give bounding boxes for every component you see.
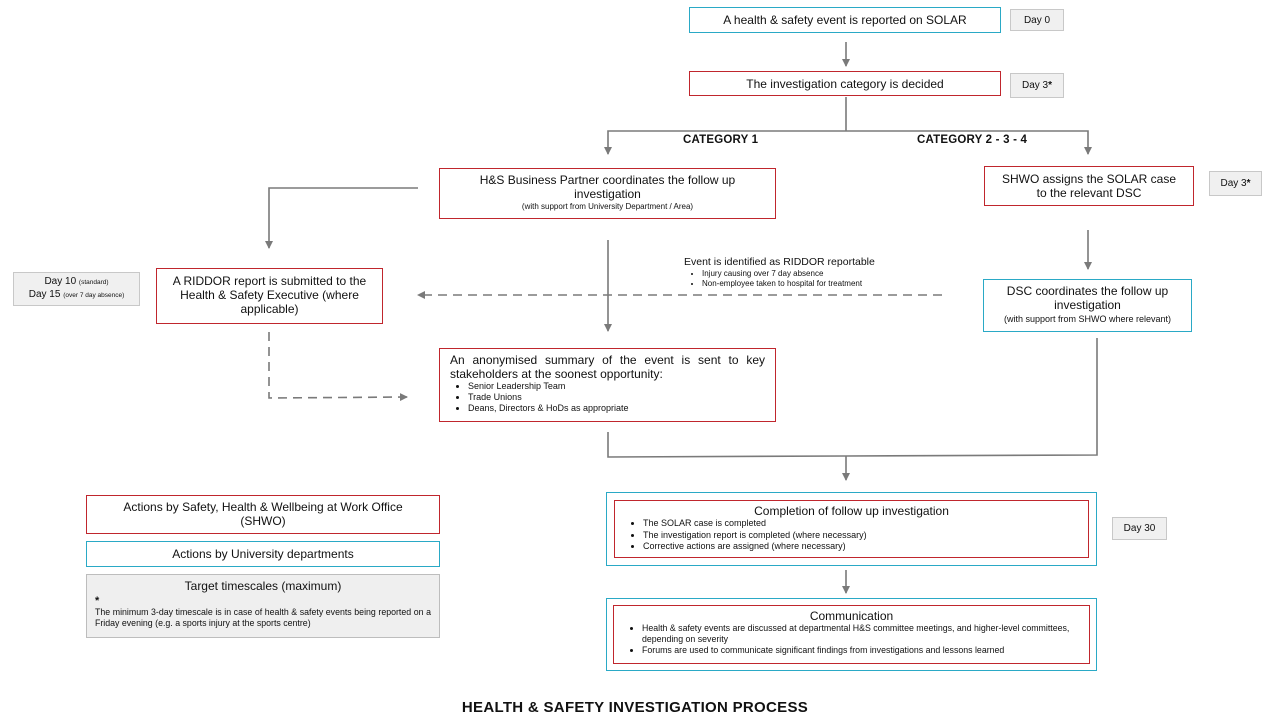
arrow-partner-to-riddor: [265, 187, 418, 249]
node-hs-business-partner-note: (with support from University Department…: [521, 202, 694, 211]
riddor-condition-list: Injury causing over 7 day absence Non-em…: [684, 269, 924, 289]
arrow-riddor-to-summary: [268, 332, 408, 402]
day30-label: Day 30: [1123, 523, 1156, 534]
node-event-reported-text: A health & safety event is reported on S…: [723, 13, 967, 27]
legend-asterisk: *: [95, 595, 100, 607]
group-completion: Completion of follow up investigation Th…: [606, 492, 1097, 566]
day10-line: Day 10 (standard): [44, 276, 108, 289]
completion-item: The investigation report is completed (w…: [643, 530, 1082, 542]
page-title: HEALTH & SAFETY INVESTIGATION PROCESS: [461, 699, 809, 716]
day15-label: Day 15: [28, 289, 61, 300]
completion-item: Corrective actions are assigned (where n…: [643, 541, 1082, 553]
node-stakeholder-summary-text: An anonymised summary of the event is se…: [450, 353, 765, 381]
node-dsc-coordinates-note: (with support from SHWO where relevant): [1003, 314, 1172, 324]
node-communication-title: Communication: [809, 609, 894, 623]
merge-right: [845, 338, 1098, 457]
legend-shwo-text: Actions by Safety, Health & Wellbeing at…: [123, 500, 403, 528]
node-shwo-assigns-text: SHWO assigns the SOLAR case to the relev…: [1001, 172, 1177, 200]
node-completion-title: Completion of follow up investigation: [754, 504, 949, 518]
node-dsc-coordinates: DSC coordinates the follow up investigat…: [983, 279, 1192, 332]
completion-item: The SOLAR case is completed: [643, 518, 1082, 530]
communication-item: Forums are used to communicate significa…: [642, 645, 1083, 656]
node-dsc-coordinates-title: DSC coordinates the follow up investigat…: [1006, 284, 1169, 312]
node-category-decided: The investigation category is decided: [689, 71, 1001, 96]
node-hs-business-partner-title: H&S Business Partner coordinates the fol…: [479, 173, 736, 201]
day10-label: Day 10: [44, 276, 77, 287]
node-communication: Communication Health & safety events are…: [613, 605, 1090, 664]
node-riddor-report-text: A RIDDOR report is submitted to the Heal…: [172, 274, 367, 316]
legend-university: Actions by University departments: [86, 541, 440, 567]
stakeholder-list: Senior Leadership Team Trade Unions Dean…: [450, 381, 765, 414]
branch-label-category-1: CATEGORY 1: [683, 134, 759, 146]
arrow-category-234: [846, 130, 1092, 155]
node-shwo-assigns: SHWO assigns the SOLAR case to the relev…: [984, 166, 1194, 206]
arrow-category-1: [604, 130, 846, 155]
legend-university-text: Actions by University departments: [172, 547, 354, 561]
day10-note: (standard): [78, 279, 109, 286]
node-category-decided-text: The investigation category is decided: [746, 76, 944, 91]
riddor-condition: Event is identified as RIDDOR reportable…: [684, 256, 924, 289]
group-communication: Communication Health & safety events are…: [606, 598, 1097, 671]
legend-timescales-note: The minimum 3-day timescale is in case o…: [95, 607, 431, 628]
branch-label-category-234: CATEGORY 2 - 3 - 4: [917, 134, 1028, 146]
day15-line: Day 15 (over 7 day absence): [29, 289, 125, 302]
completion-list: The SOLAR case is completed The investig…: [621, 518, 1082, 553]
node-completion: Completion of follow up investigation Th…: [614, 500, 1089, 558]
day-badge-day0: Day 0: [1010, 9, 1064, 31]
node-hs-business-partner: H&S Business Partner coordinates the fol…: [439, 168, 776, 219]
stakeholder-item: Trade Unions: [468, 392, 765, 403]
day-badge-riddor: Day 10 (standard) Day 15 (over 7 day abs…: [13, 272, 140, 306]
day3-label-shwo: Day 3: [1220, 178, 1247, 189]
riddor-condition-title: Event is identified as RIDDOR reportable: [684, 256, 875, 268]
communication-list: Health & safety events are discussed at …: [620, 623, 1083, 656]
day-badge-day3-category: Day 3*: [1010, 73, 1064, 98]
day-badge-day3-shwo: Day 3*: [1209, 171, 1262, 196]
node-event-reported: A health & safety event is reported on S…: [689, 7, 1001, 33]
node-riddor-report: A RIDDOR report is submitted to the Heal…: [156, 268, 383, 324]
legend-timescales: Target timescales (maximum) * The minimu…: [86, 574, 440, 638]
day3-label: Day 3: [1021, 80, 1049, 91]
riddor-condition-item: Injury causing over 7 day absence: [702, 269, 924, 279]
asterisk-mark-shwo: *: [1246, 178, 1251, 189]
day15-note: (over 7 day absence): [63, 292, 125, 299]
day0-label: Day 0: [1023, 14, 1051, 26]
legend-shwo: Actions by Safety, Health & Wellbeing at…: [86, 495, 440, 534]
communication-item: Health & safety events are discussed at …: [642, 623, 1083, 645]
stakeholder-item: Senior Leadership Team: [468, 381, 765, 392]
day-badge-day30: Day 30: [1112, 517, 1167, 540]
stakeholder-item: Deans, Directors & HoDs as appropriate: [468, 403, 765, 414]
merge-left: [607, 432, 847, 458]
asterisk-mark: *: [1048, 80, 1053, 91]
node-stakeholder-summary: An anonymised summary of the event is se…: [439, 348, 776, 422]
riddor-condition-item: Non-employee taken to hospital for treat…: [702, 279, 924, 289]
legend-timescales-title: Target timescales (maximum): [184, 579, 342, 593]
